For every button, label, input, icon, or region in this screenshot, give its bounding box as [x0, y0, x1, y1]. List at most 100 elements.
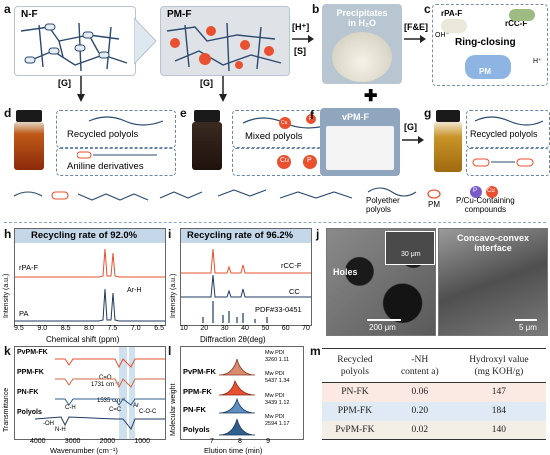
gpc-mw-4: Mw PDI: [265, 414, 285, 420]
rpa-f-powder: [441, 19, 467, 33]
gpc-chart: PvPM-FK PPM-FK PN-FK Polyols Mw PDI 3260…: [180, 346, 304, 440]
badge-cu-2: Cu: [280, 157, 289, 164]
legend-p: P: [473, 188, 478, 194]
panel-f-label: f: [310, 108, 314, 122]
panel-k-label: k: [4, 344, 11, 358]
sem-inset-scale: 30 μm: [401, 251, 421, 258]
panel-c-label: c: [424, 2, 431, 16]
table-header-polyols: Recycled polyols: [337, 354, 373, 377]
ftir-oh: -OH: [43, 421, 54, 427]
ring-closing-box: rPA-F rCC-F Ring-closing OH⁻ H⁺ PM: [432, 4, 548, 86]
vpm-f-photo: vPM-F: [320, 108, 400, 176]
ftir-coc: C-O-C: [139, 409, 157, 415]
gpc-mw-3: Mw PDI: [265, 393, 285, 399]
arrow-ab-top: [H⁺]: [292, 22, 310, 32]
vial-e: [190, 110, 224, 170]
vial-g: [432, 110, 464, 172]
sem-scale-left: 200 μm: [369, 323, 396, 332]
gpc-vals-1: 3260 1.11: [265, 357, 290, 363]
rpa-f-label: rPA-F: [441, 9, 463, 18]
ftir-cc: C=C: [109, 407, 122, 413]
pm-f-box: PM-F: [160, 6, 290, 76]
pm-label: PM: [479, 67, 491, 76]
xrd-series-rcc-f: rCC-F: [281, 261, 302, 270]
gpc-mw-2: Mw PDI: [265, 371, 285, 377]
arrow-ab-bottom: [S]: [294, 46, 306, 56]
arrow-g-d: [77, 76, 85, 102]
pm-powder: PM: [465, 55, 511, 79]
legend-pcu: P/Cu-Containing compounds: [456, 196, 515, 214]
sem-scale-right: 5 μm: [519, 323, 537, 332]
sem-image-right: Concavo-convex interface 5 μm: [438, 228, 548, 336]
sem-holes-label: Holes: [333, 267, 358, 277]
badge-cu-1: Cu: [281, 120, 288, 126]
h-ion: H⁺: [533, 58, 542, 65]
xrd-series-cc: CC: [289, 287, 300, 296]
ftir-chart: PvPM-FK PPM-FK PN-FK Polyols C=O 1731 cm…: [14, 346, 166, 440]
callout-recycled-polyols-g: Recycled polyols: [466, 110, 550, 148]
g-label-d: [G]: [58, 78, 71, 88]
table-header-nh: -NH content a): [400, 354, 439, 377]
oh-ion: OH⁻: [435, 32, 450, 39]
n-f-network: [20, 22, 128, 72]
gpc-vals-2: 5437 1.34: [265, 378, 290, 384]
section-divider: [4, 222, 546, 223]
badge-p-1: P: [309, 116, 313, 122]
hydroxyl-table: Recycled polyols -NH content a) Hydroxyl…: [322, 348, 546, 440]
panel-h-label: h: [4, 227, 12, 241]
ftir-series-ppm: PPM-FK: [17, 369, 44, 376]
g-label-g: [G]: [404, 122, 417, 132]
transform-arrow: [134, 17, 157, 65]
nmr-banner: Recycling rate of 92.0%: [31, 230, 138, 241]
gpc-xlabel: Elution time (min): [204, 446, 263, 455]
ftir-1731: 1731 cm⁻¹: [91, 382, 120, 388]
rcc-f-label: rCC-F: [505, 19, 528, 28]
legend-cu: Cu: [487, 188, 495, 194]
ftir-nh: N-H: [55, 427, 66, 433]
xrd-chart: Recycling rate of 96.2% rCC-F CC PDF#33-…: [180, 228, 312, 326]
callout-aniline-text: Aniline derivatives: [67, 161, 144, 172]
callout-mixed-polyols-text: Mixed polyols: [245, 131, 303, 142]
ftir-series-pvpm: PvPM-FK: [17, 349, 48, 356]
nmr-ylabel: Intensity (a.u.): [3, 273, 10, 318]
structure-legend: [13, 186, 498, 201]
pm-f-title: PM-F: [167, 9, 192, 20]
panel-g-label: g: [424, 106, 432, 120]
xrd-xlabel: Diffraction 2θ(deg): [200, 335, 266, 344]
ftir-co-label: C=O: [99, 375, 112, 381]
callout-recycled-polyols-g-text: Recycled polyols: [470, 129, 538, 139]
nmr-peak-label: Ar-H: [127, 287, 142, 294]
sem-right-title: Concavo-convex interface: [456, 233, 530, 253]
panel-i-label: i: [168, 227, 172, 241]
ftir-ar: Ar: [133, 403, 139, 409]
badge-p-2: P: [307, 157, 312, 164]
panel-e-label: e: [180, 106, 187, 120]
legend-pm: PM: [428, 200, 440, 209]
xrd-series-pdf: PDF#33-0451: [255, 305, 302, 314]
gpc-ylabel: Molecular weight: [170, 383, 177, 436]
callout-recycled-polyols-d: Recycled polyols: [56, 110, 176, 148]
panel-b-label: b: [312, 2, 320, 16]
precipitate-photo: Precipitates in H₂O: [322, 4, 402, 84]
ftir-xlabel: Wavenumber (cm⁻¹): [50, 446, 118, 455]
ring-closing-title: Ring-closing: [455, 37, 516, 48]
gpc-mw-1: Mw PDI: [265, 350, 285, 356]
ftir-series-pn: PN-FK: [17, 389, 39, 396]
panel-d-label: d: [4, 106, 12, 120]
nmr-chart: Recycling rate of 92.0% rPA-F PA Ar-H: [14, 228, 166, 326]
panel-j-label: j: [316, 227, 320, 241]
xrd-banner: Recycling rate of 96.2%: [187, 230, 294, 241]
arrow-bc-top: [F&E]: [404, 22, 428, 32]
gpc-vals-4: 2594 1.17: [265, 421, 290, 427]
callout-recycled-polyols-d-text: Recycled polyols: [67, 129, 139, 140]
panel-b-title: Precipitates in H₂O: [336, 8, 388, 28]
gpc-series-pn: PN-FK: [183, 405, 206, 414]
gpc-vals-3: 3439 1.12: [265, 400, 290, 406]
xrd-ylabel: Intensity (a.u.): [170, 273, 177, 318]
